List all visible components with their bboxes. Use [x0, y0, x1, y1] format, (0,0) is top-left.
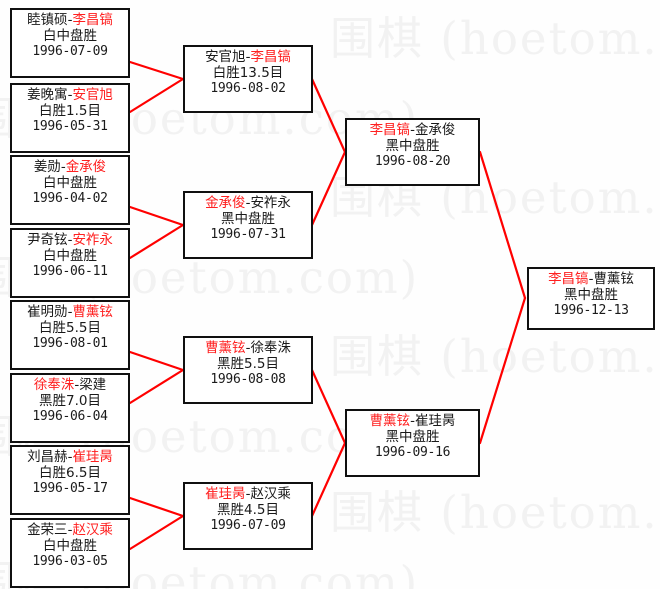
match-result: 黑中盘胜	[564, 287, 618, 304]
match-box-r3-2[interactable]: 曹薰铉-崔珪昺 黑中盘胜 1996-09-16	[345, 409, 480, 477]
match-box-r2-1[interactable]: 安官旭-李昌镐 白胜13.5目 1996-08-02	[183, 45, 313, 113]
match-date: 1996-09-16	[374, 445, 451, 461]
match-box-r1-6[interactable]: 徐奉洙-梁建 黑胜7.0目 1996-06-04	[10, 373, 130, 443]
match-players: 刘昌赫-崔珪昺	[27, 449, 113, 465]
match-result: 白中盘胜	[43, 538, 97, 555]
match-date: 1996-08-01	[32, 336, 108, 352]
match-players: 尹奇铉-安祚永	[27, 232, 113, 248]
match-box-r1-5[interactable]: 崔明勋-曹薰铉 白胜5.5目 1996-08-01	[10, 300, 130, 370]
match-box-r2-2[interactable]: 金承俊-安祚永 黑中盘胜 1996-07-31	[183, 191, 313, 259]
match-players: 徐奉洙-梁建	[33, 377, 107, 393]
match-date: 1996-12-13	[553, 303, 629, 319]
match-box-r3-1[interactable]: 李昌镐-金承俊 黑中盘胜 1996-08-20	[345, 118, 480, 186]
match-box-r1-3[interactable]: 姜勋-金承俊 白中盘胜 1996-04-02	[10, 155, 130, 225]
match-box-r1-4[interactable]: 尹奇铉-安祚永 白中盘胜 1996-06-11	[10, 228, 130, 298]
match-date: 1996-07-09	[210, 518, 286, 534]
match-players: 崔明勋-曹薰铉	[27, 304, 113, 320]
match-players: 曹薰铉-徐奉洙	[205, 340, 291, 356]
match-result: 黑中盘胜	[385, 138, 440, 155]
match-box-final[interactable]: 李昌镐-曹薰铉 黑中盘胜 1996-12-13	[527, 267, 655, 330]
match-date: 1996-07-31	[210, 227, 286, 243]
match-date: 1996-07-09	[32, 44, 108, 60]
match-date: 1996-03-05	[32, 554, 108, 570]
match-date: 1996-08-08	[210, 372, 286, 388]
match-date: 1996-06-11	[32, 264, 108, 280]
match-players: 金承俊-安祚永	[205, 195, 291, 211]
match-result: 白胜5.5目	[39, 320, 101, 337]
match-box-r1-1[interactable]: 睦镇硕-李昌镐 白中盘胜 1996-07-09	[10, 8, 130, 78]
match-players: 金荣三-赵汉乘	[27, 522, 113, 538]
match-result: 白胜1.5目	[39, 103, 101, 120]
match-players: 姜晚寓-安官旭	[27, 87, 113, 103]
match-date: 1996-06-04	[32, 409, 108, 425]
match-players: 安官旭-李昌镐	[205, 49, 291, 65]
match-result: 白中盘胜	[43, 175, 97, 192]
match-result: 白胜13.5目	[212, 65, 284, 82]
match-date: 1996-05-17	[32, 481, 108, 497]
match-box-r2-3[interactable]: 曹薰铉-徐奉洙 黑胜5.5目 1996-08-08	[183, 336, 313, 404]
match-players: 姜勋-金承俊	[33, 159, 107, 175]
match-players: 崔珪昺-赵汉乘	[205, 486, 291, 502]
match-box-r1-2[interactable]: 姜晚寓-安官旭 白胜1.5目 1996-05-31	[10, 83, 130, 153]
match-box-r2-4[interactable]: 崔珪昺-赵汉乘 黑胜4.5目 1996-07-09	[183, 482, 313, 550]
match-date: 1996-04-02	[32, 191, 108, 207]
match-result: 黑胜7.0目	[39, 393, 101, 410]
match-date: 1996-05-31	[32, 119, 108, 135]
match-result: 黑胜4.5目	[217, 502, 279, 519]
match-date: 1996-08-02	[210, 81, 286, 97]
match-result: 黑中盘胜	[221, 211, 275, 228]
match-players: 李昌镐-金承俊	[369, 122, 456, 138]
match-date: 1996-08-20	[374, 154, 451, 170]
match-box-r1-7[interactable]: 刘昌赫-崔珪昺 白胜6.5目 1996-05-17	[10, 445, 130, 515]
match-result: 黑中盘胜	[385, 429, 440, 446]
match-result: 白中盘胜	[43, 28, 97, 45]
match-result: 白中盘胜	[43, 248, 97, 265]
match-box-r1-8[interactable]: 金荣三-赵汉乘 白中盘胜 1996-03-05	[10, 518, 130, 588]
match-result: 白胜6.5目	[39, 465, 101, 482]
match-players: 李昌镐-曹薰铉	[548, 271, 634, 287]
match-result: 黑胜5.5目	[217, 356, 279, 373]
match-players: 曹薰铉-崔珪昺	[369, 413, 456, 429]
match-players: 睦镇硕-李昌镐	[27, 12, 113, 28]
